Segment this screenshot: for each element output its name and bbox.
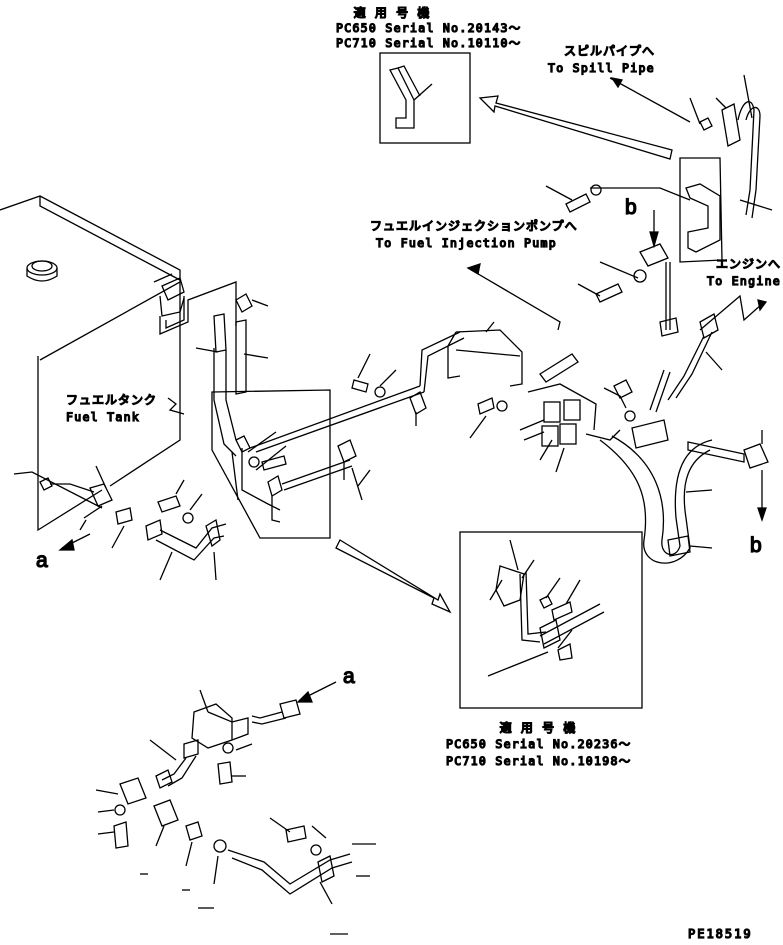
fuel-tank-leader (167, 397, 185, 415)
applicable-serial-2b: PC710 Serial No.10198～ (446, 754, 632, 768)
clamp-inset-lower (459, 531, 643, 709)
engine-en: To Engine (707, 274, 781, 288)
applicable-title-2: 適 用 号 機 (500, 720, 577, 735)
fuel-tank-jp: フュエルタンク (66, 393, 157, 407)
fuel-tank-en: Fuel Tank (66, 410, 140, 424)
inset-arrow-lower (335, 539, 452, 614)
engine-hose (667, 313, 723, 401)
spill-pipe-en: To Spill Pipe (548, 61, 655, 75)
main-fuel-lines (231, 331, 465, 523)
right-bolt (687, 430, 769, 523)
clamp-callout-box (211, 389, 331, 539)
tank-hoses (195, 313, 269, 457)
injection-pump-en: To Fuel Injection Pump (376, 236, 557, 250)
bolts-mid (247, 353, 397, 487)
engine-leader (699, 294, 763, 331)
hose-loop (599, 369, 713, 564)
ref-a-left: a (36, 549, 48, 572)
ref-b-right: b (750, 534, 762, 557)
spill-leader (609, 77, 691, 123)
applicable-serial-2a: PC650 Serial No.20236～ (446, 737, 632, 751)
drain-hose (145, 479, 227, 581)
fuel-tank (0, 195, 185, 532)
inset-arrow-top (478, 95, 673, 160)
ref-b-arrow-icon (649, 231, 659, 249)
applicable-serial-1a: PC650 Serial No.20143～ (336, 21, 522, 35)
pump-arrow-icon (466, 263, 481, 276)
spill-arrow-icon (610, 77, 624, 89)
filter-bracket (590, 157, 773, 263)
ref-a-bottom-arrow-icon (296, 690, 313, 703)
ref-b-top: b (625, 196, 637, 219)
ref-a-arrow-icon (58, 538, 75, 551)
engine-arrow-icon (757, 299, 768, 312)
tank-return-pipe (159, 281, 269, 335)
ref-a-bottom: a (343, 665, 355, 688)
spill-pipe-jp: スピルパイプへ (564, 44, 655, 58)
engine-jp: エンジンへ (716, 257, 781, 271)
tank-drain (13, 465, 133, 549)
pump-leader (467, 267, 561, 331)
spill-fittings (689, 74, 761, 219)
bolt-upper (545, 184, 602, 213)
injection-pump-jp: フュエルインジェクションポンプへ (370, 219, 578, 233)
applicable-title-1: 適 用 号 機 (354, 5, 431, 20)
applicable-serial-1b: PC710 Serial No.10110～ (336, 36, 522, 50)
fuel-filters (469, 379, 636, 473)
detail-a-assembly (95, 689, 376, 935)
spill-bracket-inset (379, 52, 471, 144)
drawing-code: PE18519 (688, 927, 753, 940)
banjo-fitting-b (577, 243, 679, 337)
pump-bracket (447, 321, 579, 387)
